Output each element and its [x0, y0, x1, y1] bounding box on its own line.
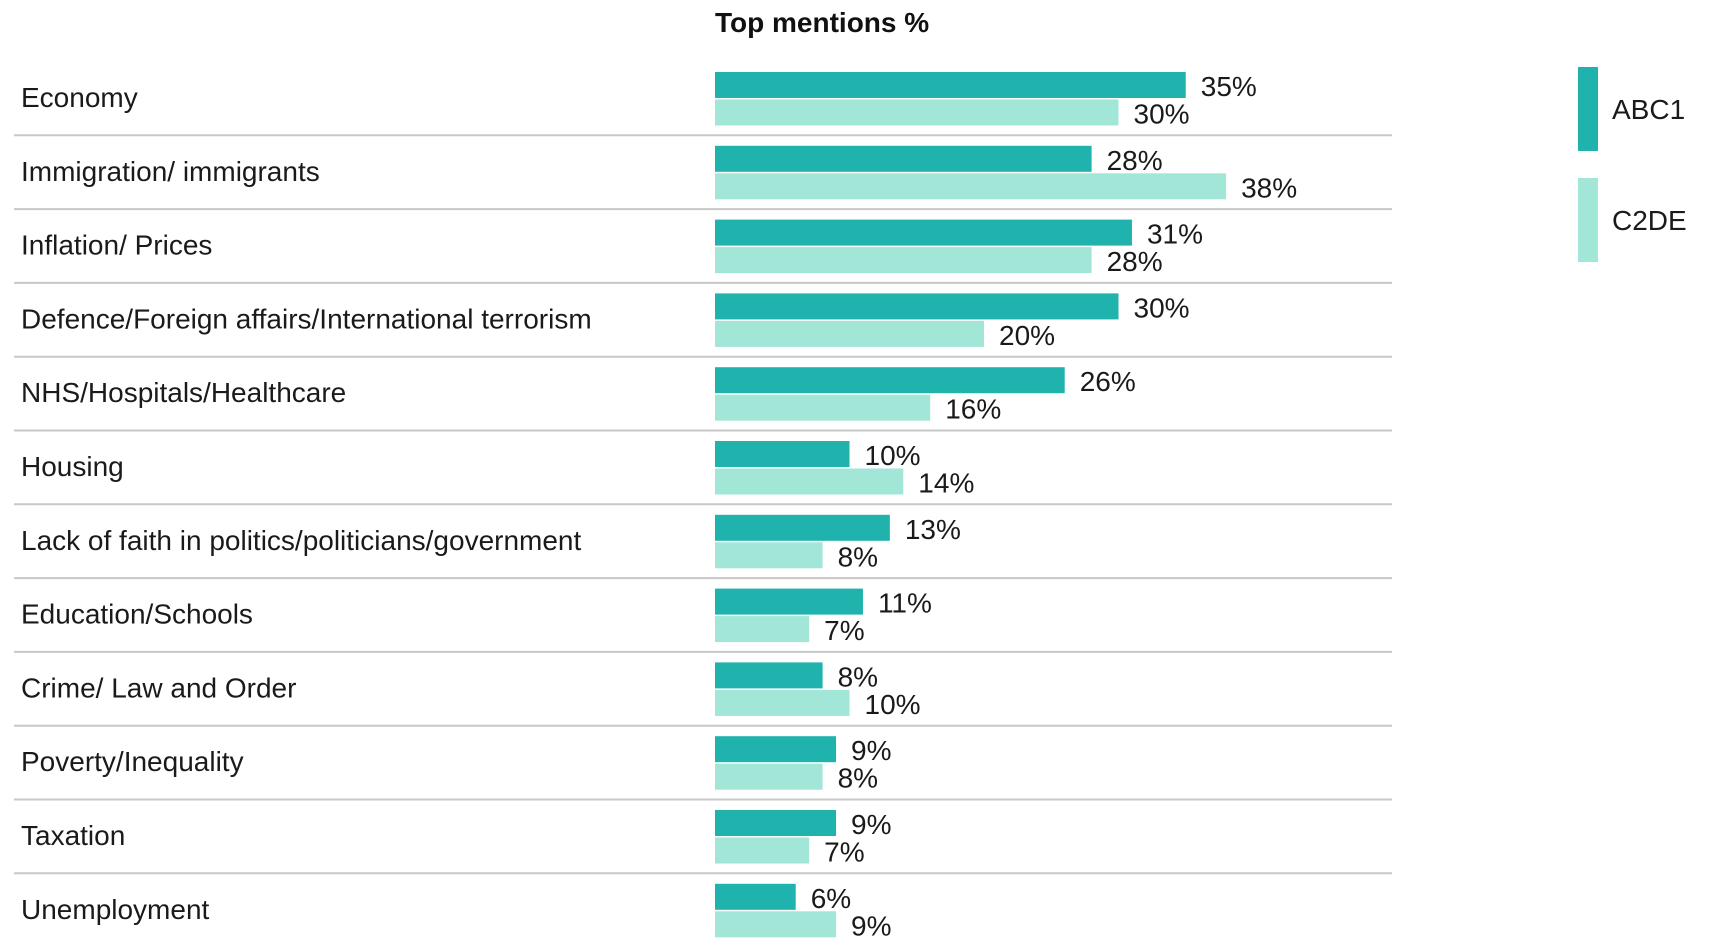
bar-c2de [715, 247, 1092, 274]
category-row: Crime/ Law and Order 8%10% [14, 661, 1392, 727]
bar-c2de [715, 689, 850, 716]
category-row: Immigration/ immigrants 28% 38% [14, 145, 1392, 211]
value-label: 38% [1241, 172, 1297, 203]
bar-c2de [715, 320, 984, 347]
legend-label: C2DE [1612, 205, 1687, 236]
category-label: NHS/Hospitals/Healthcare [21, 377, 346, 408]
value-label: 28% [1107, 145, 1163, 176]
value-label: 10% [865, 440, 921, 471]
bar-c2de [715, 394, 931, 421]
category-label: Unemployment [21, 894, 210, 925]
value-label: 35% [1201, 71, 1257, 102]
value-label: 8% [838, 661, 878, 692]
value-label: 26% [1080, 366, 1136, 397]
category-row: Lack of faith in politics/politicians/go… [14, 514, 1392, 580]
bar-abc1 [715, 588, 863, 615]
bar-abc1 [715, 72, 1186, 98]
value-label: 7% [824, 837, 864, 868]
category-row: Defence/Foreign affairs/International te… [14, 292, 1392, 358]
bar-c2de [715, 173, 1227, 200]
bar-abc1 [715, 810, 837, 836]
bar-c2de [715, 468, 904, 495]
value-label: 14% [918, 468, 974, 499]
value-label: 16% [945, 394, 1001, 425]
bar-c2de [715, 763, 823, 790]
bar-abc1 [715, 293, 1119, 320]
value-label: 9% [851, 735, 891, 766]
category-row: Taxation 9%7% [14, 809, 1392, 875]
category-label: Economy [21, 82, 138, 113]
value-label: 30% [1134, 292, 1190, 323]
bar-abc1 [715, 883, 796, 910]
value-label: 31% [1147, 219, 1203, 250]
value-label: 28% [1107, 246, 1163, 277]
value-label: 11% [878, 588, 932, 619]
value-label: 30% [1134, 99, 1190, 130]
bar-abc1 [715, 367, 1065, 394]
bar-abc1 [715, 736, 837, 763]
category-row: Economy 35% 30% [14, 71, 1392, 137]
value-label: 8% [838, 763, 878, 794]
value-label: 6% [811, 883, 851, 914]
bar-c2de [715, 837, 810, 864]
value-label: 9% [851, 910, 891, 939]
bar-c2de [715, 616, 810, 643]
category-row: Inflation/ Prices 31%28% [14, 219, 1392, 284]
category-row: Education/Schools 11% 7% [14, 588, 1392, 653]
category-label: Inflation/ Prices [21, 230, 212, 261]
value-label: 20% [999, 320, 1055, 351]
bar-c2de [715, 542, 823, 569]
bar-abc1 [715, 441, 850, 467]
chart-title: Top mentions % [715, 7, 929, 38]
legend-label: ABC1 [1612, 94, 1685, 125]
value-label: 10% [865, 689, 921, 720]
bar-c2de [715, 99, 1119, 126]
value-label: 13% [905, 514, 961, 545]
value-label: 8% [838, 541, 878, 572]
category-label: Housing [21, 451, 124, 482]
category-row: Housing 10%14% [14, 440, 1392, 506]
value-label: 9% [851, 809, 891, 840]
category-row: NHS/Hospitals/Healthcare 26% 16% [14, 366, 1392, 432]
bar-abc1 [715, 219, 1132, 246]
category-label: Education/Schools [21, 599, 253, 630]
bar-abc1 [715, 662, 823, 689]
legend-swatch-c2de [1578, 178, 1598, 262]
category-label: Defence/Foreign affairs/International te… [21, 303, 592, 334]
category-row: Poverty/Inequality 9%8% [14, 735, 1392, 801]
legend-swatch-abc1 [1578, 67, 1598, 151]
category-row: Unemployment 6%9% [21, 883, 892, 939]
category-label: Taxation [21, 820, 125, 851]
category-label: Crime/ Law and Order [21, 672, 296, 703]
category-label: Poverty/Inequality [21, 746, 244, 777]
value-label: 7% [824, 615, 864, 646]
category-label: Immigration/ immigrants [21, 156, 320, 187]
bar-c2de [715, 911, 837, 938]
category-label: Lack of faith in politics/politicians/go… [21, 525, 582, 556]
bar-abc1 [715, 514, 890, 541]
bar-abc1 [715, 145, 1092, 172]
